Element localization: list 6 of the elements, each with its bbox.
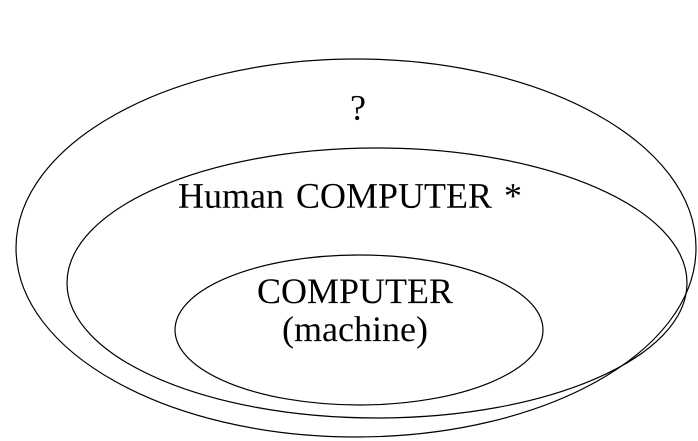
ellipse <box>15 58 697 438</box>
node-label: COMPUTER (machine) <box>258 279 453 349</box>
ellipse <box>174 254 544 406</box>
ellipse <box>66 147 688 419</box>
node-label: ? <box>352 96 364 120</box>
node-label: Human COMPUTER * <box>179 184 520 208</box>
